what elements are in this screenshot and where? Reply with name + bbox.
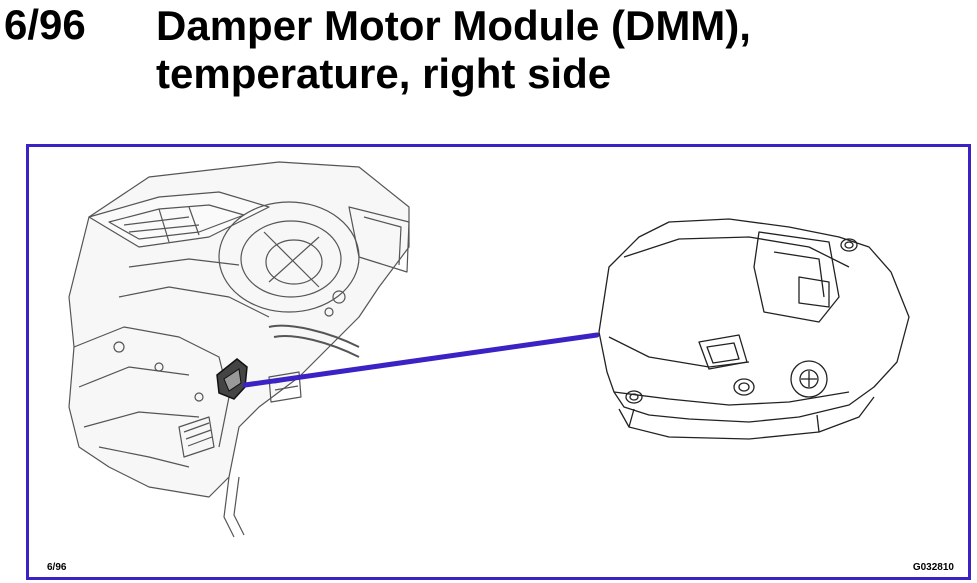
figure-reference-label: 6/96 bbox=[47, 562, 67, 573]
page-title: Damper Motor Module (DMM), temperature, … bbox=[156, 2, 956, 98]
figure-frame: 6/96 G032810 bbox=[26, 144, 971, 580]
dmm-detail-drawing bbox=[598, 218, 910, 440]
page-number: 6/96 bbox=[4, 1, 86, 48]
hvac-unit-drawing bbox=[68, 161, 410, 538]
figure-illustration bbox=[68, 161, 910, 538]
figure-code-label: G032810 bbox=[912, 562, 954, 573]
title-line-1: Damper Motor Module (DMM), bbox=[156, 2, 751, 49]
leader-line bbox=[242, 332, 600, 388]
title-line-2: temperature, right side bbox=[156, 50, 612, 97]
